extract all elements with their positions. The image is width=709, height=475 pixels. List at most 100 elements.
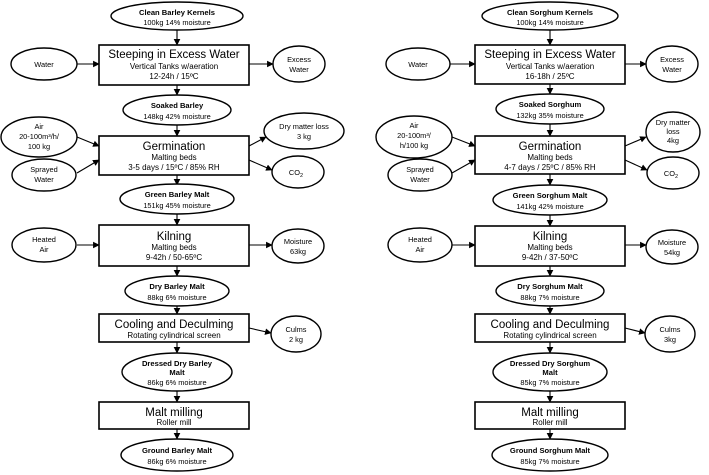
barley-co2-label: CO2 — [289, 168, 303, 179]
sorghum-heated-line2: Air — [415, 245, 425, 254]
barley-steeping-step: Steeping in Excess Water Vertical Tanks … — [98, 44, 250, 86]
barley-excess-line1: Excess — [287, 55, 311, 64]
barley-dry-malt: Dry Barley Malt 88kg 6% moisture — [124, 275, 230, 307]
sorghum-dry-sub: 88kg 7% moisture — [520, 293, 579, 302]
barley-water-input: Water — [10, 47, 78, 81]
sorghum-air-line3: h/100 kg — [400, 141, 428, 150]
sorghum-moisture-output: Moisture 54kg — [645, 229, 699, 265]
barley-dressed-line2: Malt — [169, 368, 185, 377]
sorghum-cool-line1: Rotating cylindrical screen — [503, 331, 596, 340]
barley-dry-sub: 88kg 6% moisture — [147, 293, 206, 302]
sorghum-excess-line2: Water — [662, 65, 682, 74]
barley-air-line2: 20-100m³/h/ — [19, 132, 60, 141]
barley-moisture-output: Moisture 63kg — [271, 228, 325, 264]
sorghum-moist-line1: Moisture — [658, 238, 686, 247]
barley-kiln-line1: Malting beds — [151, 243, 196, 252]
barley-culms-output: Culms 2 kg — [270, 315, 322, 353]
barley-germ-line2: 3-5 days / 15ºC / 85% RH — [128, 163, 220, 172]
barley-mill-line1: Roller mill — [156, 418, 191, 427]
sorghum-green-title: Green Sorghum Malt — [513, 191, 588, 200]
barley-co2-output: CO2 — [271, 155, 325, 189]
sorghum-arrow-germ-co2 — [624, 159, 648, 171]
barley-heated-line1: Heated — [32, 235, 56, 244]
sorghum-ground-sub: 85kg 7% moisture — [520, 457, 579, 466]
sorghum-moist-line2: 54kg — [664, 248, 680, 257]
sorghum-germ-title: Germination — [519, 141, 582, 153]
sorghum-dressed-line2: Malt — [542, 368, 558, 377]
barley-excess-line2: Water — [289, 65, 309, 74]
sorghum-germ-line1: Malting beds — [527, 153, 572, 162]
barley-ground-malt: Ground Barley Malt 86kg 6% moisture — [120, 438, 234, 472]
barley-germination-step: Germination Malting beds 3-5 days / 15ºC… — [98, 135, 250, 176]
sorghum-ground-malt: Ground Sorghum Malt 85kg 7% moisture — [491, 438, 609, 472]
barley-culms-line2: 2 kg — [289, 335, 303, 344]
sorghum-dry-title: Dry Sorghum Malt — [517, 282, 583, 291]
sorghum-culms-output: Culms 3kg — [644, 315, 696, 353]
barley-water-label: Water — [34, 60, 54, 69]
barley-moist-line2: 63kg — [290, 247, 306, 256]
sorghum-kiln-title: Kilning — [533, 231, 568, 243]
barley-green-title: Green Barley Malt — [145, 190, 210, 199]
sorghum-clean-kernels: Clean Sorghum Kernels 100kg 14% moisture — [481, 1, 619, 31]
barley-dressed-line1: Dressed Dry Barley — [142, 359, 213, 368]
sorghum-flow: Clean Sorghum Kernels 100kg 14% moisture… — [375, 1, 701, 472]
barley-mill-title: Malt milling — [145, 407, 203, 419]
barley-arrow-sprayed-germ — [76, 159, 100, 174]
sorghum-ground-title: Ground Sorghum Malt — [510, 446, 591, 455]
sorghum-excess-line1: Excess — [660, 55, 684, 64]
sorghum-sprayed-line2: Water — [410, 175, 430, 184]
barley-green-malt: Green Barley Malt 151kg 45% moisture — [119, 183, 235, 215]
sorghum-clean-sub: 100kg 14% moisture — [516, 18, 583, 27]
barley-steep-title: Steeping in Excess Water — [108, 49, 239, 61]
barley-steep-line2: 12-24h / 15ºC — [149, 72, 198, 81]
barley-clean-kernels: Clean Barley Kernels 100kg 14% moisture — [110, 1, 244, 31]
sorghum-germ-line2: 4-7 days / 25ºC / 85% RH — [504, 163, 596, 172]
sorghum-heated-line1: Heated — [408, 235, 432, 244]
sorghum-dressed-malt: Dressed Dry Sorghum Malt 85kg 7% moistur… — [492, 352, 608, 392]
sorghum-co2-label: CO2 — [664, 169, 678, 180]
barley-sprayed-line1: Sprayed — [30, 165, 58, 174]
sorghum-co2-subscript: 2 — [675, 174, 678, 180]
sorghum-soaked-sub: 132kg 35% moisture — [516, 111, 583, 120]
sorghum-excess-water: Excess Water — [645, 45, 699, 83]
sorghum-arrow-cool-culms — [624, 327, 646, 335]
barley-kiln-title: Kilning — [157, 231, 192, 243]
barley-arrow-germ-dml — [248, 136, 267, 147]
barley-dml-line1: Dry matter loss — [279, 122, 329, 131]
barley-arrow-germ-co2 — [248, 159, 273, 171]
barley-cooling-step: Cooling and Deculming Rotating cylindric… — [98, 313, 250, 343]
sorghum-cooling-step: Cooling and Deculming Rotating cylindric… — [474, 313, 626, 343]
barley-air-line1: Air — [34, 122, 44, 131]
barley-dml-line2: 3 kg — [297, 132, 311, 141]
sorghum-arrow-air-germ — [451, 136, 476, 147]
sorghum-steeping-step: Steeping in Excess Water Vertical Tanks … — [474, 44, 626, 85]
sorghum-dml-line3: 4kg — [667, 136, 679, 145]
sorghum-mill-line1: Roller mill — [532, 418, 567, 427]
sorghum-air-input: Air 20-100m³/ h/100 kg — [375, 115, 453, 159]
barley-clean-title: Clean Barley Kernels — [139, 8, 215, 17]
sorghum-green-malt: Green Sorghum Malt 141kg 42% moisture — [492, 184, 608, 216]
barley-air-input: Air 20-100m³/h/ 100 kg — [0, 116, 78, 158]
barley-milling-step: Malt milling Roller mill — [98, 401, 250, 430]
barley-co2-main: CO — [289, 168, 300, 177]
sorghum-milling-step: Malt milling Roller mill — [474, 401, 626, 430]
sorghum-steep-line1: Vertical Tanks w/aeration — [506, 62, 594, 71]
sorghum-steep-title: Steeping in Excess Water — [484, 49, 615, 61]
barley-germ-line1: Malting beds — [151, 153, 196, 162]
barley-dry-matter-loss: Dry matter loss 3 kg — [263, 112, 345, 150]
sorghum-heated-air: Heated Air — [387, 227, 453, 263]
sorghum-sprayed-water: Sprayed Water — [387, 158, 453, 192]
sorghum-cool-title: Cooling and Deculming — [491, 319, 610, 331]
sorghum-soaked-title: Soaked Sorghum — [519, 100, 582, 109]
sorghum-dressed-sub: 85kg 7% moisture — [520, 378, 579, 387]
sorghum-arrow-germ-dml — [624, 136, 647, 147]
sorghum-steep-line2: 16-18h / 25ºC — [525, 72, 574, 81]
barley-kilning-step: Kilning Malting beds 9-42h / 50-65ºC — [98, 224, 250, 267]
barley-arrow-air-germ — [76, 136, 100, 147]
barley-cool-line1: Rotating cylindrical screen — [127, 331, 220, 340]
barley-dressed-sub: 86kg 6% moisture — [147, 378, 206, 387]
barley-heated-line2: Air — [39, 245, 49, 254]
barley-ground-sub: 86kg 6% moisture — [147, 457, 206, 466]
sorghum-clean-title: Clean Sorghum Kernels — [507, 8, 593, 17]
